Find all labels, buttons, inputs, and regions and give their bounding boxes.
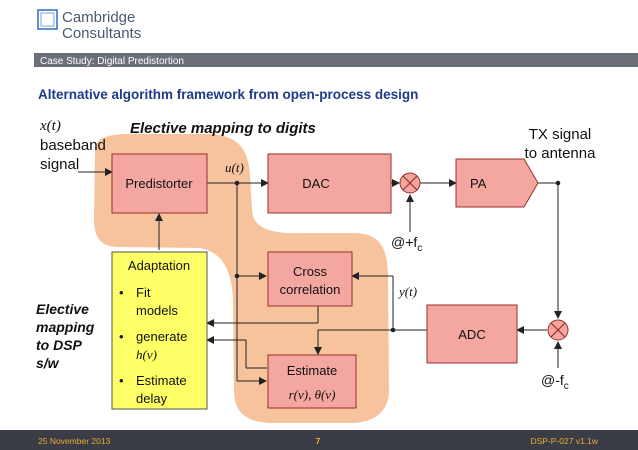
input-label-line2: signal (40, 156, 79, 173)
junction-u (234, 180, 240, 186)
elective-dsp-line2: mapping (36, 319, 95, 335)
junction-y (390, 327, 396, 333)
tx-label-line1: TX signal (529, 126, 592, 143)
predistorter-block[interactable] (111, 153, 208, 214)
tx-label-line2: to antenna (525, 145, 597, 162)
input-label-line1: baseband (40, 137, 106, 154)
footer-bar (0, 430, 638, 450)
estimate-block[interactable] (267, 354, 357, 409)
adaptation-item-1-line1: Fit (136, 285, 151, 300)
u-variable: u(t) (225, 160, 244, 175)
connections (78, 168, 562, 385)
header-bar (34, 53, 638, 67)
adaptation-bullet-1: • (119, 285, 124, 300)
pa-label: PA (470, 176, 487, 191)
logo-line1: Cambridge (62, 9, 135, 26)
estimate-label-line1: Estimate (287, 363, 338, 378)
y-variable: y(t) (397, 284, 417, 299)
estimate-label-line2: r(v), θ(v) (289, 387, 336, 402)
elective-digits-label: Elective mapping to digits (130, 120, 316, 137)
logo-mark-inner (40, 12, 55, 27)
cross-label-line1: Cross (293, 264, 327, 279)
junction-u-cross (234, 273, 240, 279)
adaptation-title: Adaptation (128, 258, 190, 273)
logo: Cambridge Consultants (37, 9, 141, 42)
junction-pa-out (555, 180, 561, 186)
adaptation-block[interactable] (111, 251, 208, 410)
adaptation-item-3-line2: delay (136, 391, 168, 406)
adaptation-item-3-line1: Estimate (136, 373, 187, 388)
lo-minus-label: @-fc (541, 372, 569, 392)
mixer-tx (399, 172, 421, 194)
elective-dsp-line1: Elective (36, 301, 89, 317)
elective-dsp-line4: s/w (36, 355, 60, 371)
logo-line2: Consultants (62, 25, 141, 42)
input-variable: x(t) (39, 118, 61, 134)
cross-label-line2: correlation (280, 282, 341, 297)
predistorter-label: Predistorter (125, 176, 193, 191)
adc-block[interactable] (426, 304, 518, 364)
adaptation-item-2-line1: generate (136, 329, 187, 344)
adaptation-bullet-3: • (119, 373, 124, 388)
dac-block[interactable] (267, 153, 392, 214)
adc-label: ADC (458, 327, 485, 342)
case-study-label: Case Study: Digital Predistortion (40, 56, 184, 67)
adaptation-item-1-line2: models (136, 303, 178, 318)
footer-date: 25 November 2013 (38, 436, 111, 446)
pa-block[interactable] (455, 158, 539, 208)
slide-title: Alternative algorithm framework from ope… (38, 87, 418, 102)
elective-dsp-line3: to DSP (36, 337, 83, 353)
logo-mark (37, 9, 58, 30)
adaptation-bullet-2: • (119, 329, 124, 344)
lo-plus-label: @+fc (391, 234, 422, 254)
footer-doc-id: DSP-P-027 v1.1w (530, 436, 598, 446)
adaptation-item-2-line2: h(v) (136, 347, 157, 362)
dac-label: DAC (302, 176, 329, 191)
cross-correlation-block[interactable] (267, 251, 353, 307)
footer-page-number: 7 (316, 436, 321, 446)
mixer-rx (547, 319, 569, 341)
